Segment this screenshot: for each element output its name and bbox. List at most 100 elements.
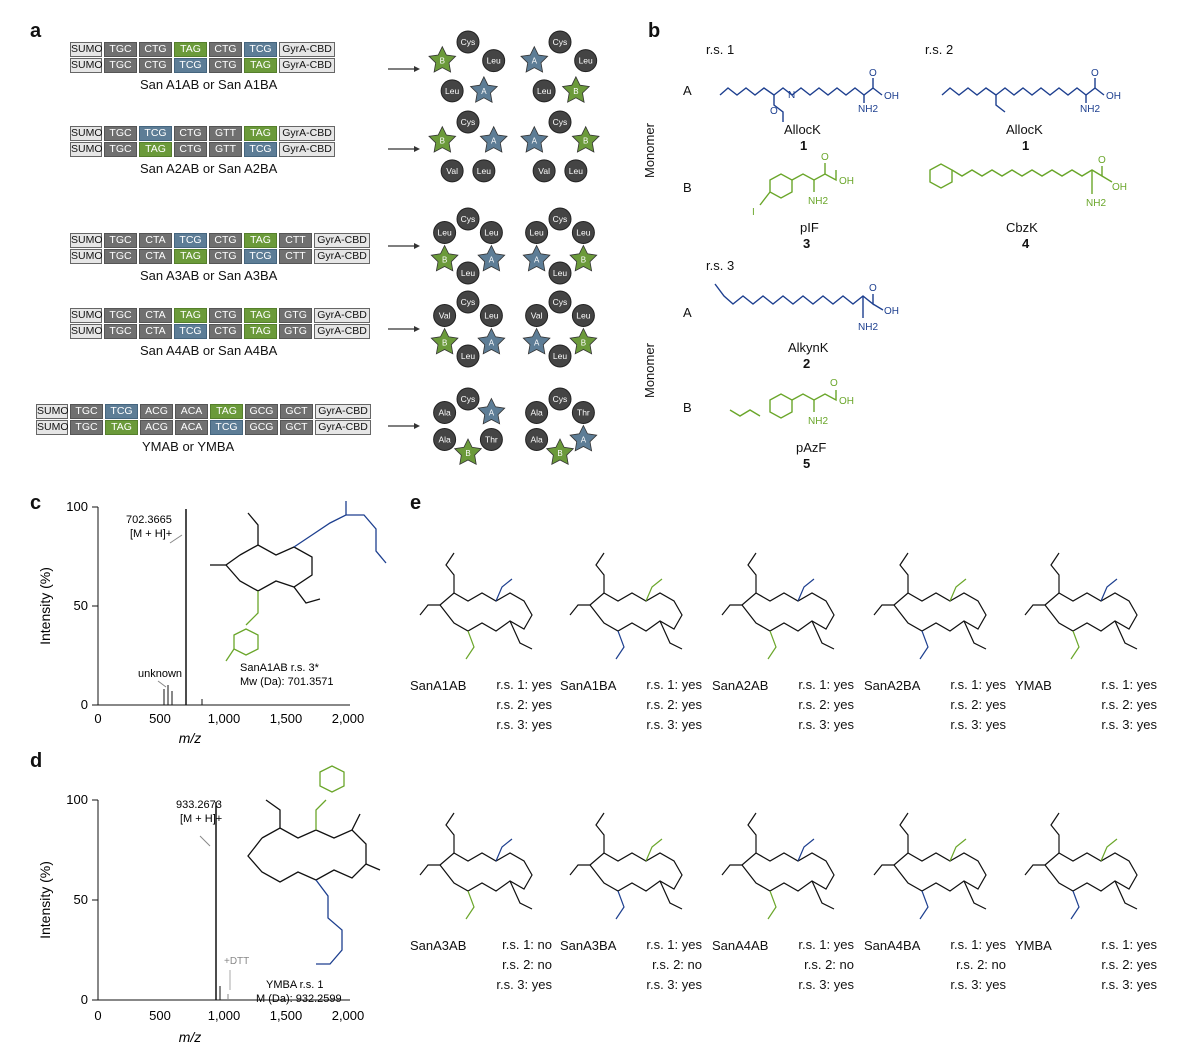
bond-line xyxy=(615,630,625,660)
allock-structure-2 xyxy=(941,78,1105,113)
codon-segment: CTT xyxy=(279,249,312,264)
pif-nh2: NH2 xyxy=(808,196,828,207)
allock2-o: O xyxy=(1091,68,1099,79)
bond-line xyxy=(899,552,909,593)
bond-line xyxy=(893,592,987,632)
d-dtt-label: +DTT xyxy=(224,956,249,967)
bond-line xyxy=(949,578,967,602)
codon-segment: TGC xyxy=(104,249,137,264)
panel-a-label: a xyxy=(30,20,42,42)
codon-segment: GTG xyxy=(279,308,312,323)
codon-segment: TAG xyxy=(244,126,277,141)
bond-line xyxy=(439,852,533,892)
codon-segment: CTG xyxy=(209,42,242,57)
c-unknown-label: unknown xyxy=(138,668,182,680)
bond-line xyxy=(495,578,513,602)
cbzk-nh2: NH2 xyxy=(1086,198,1106,209)
retention-line: r.s. 3: yes xyxy=(798,977,854,992)
retention-line: r.s. 2: yes xyxy=(496,697,552,712)
codon-segment: TCG xyxy=(174,233,207,248)
allock-number-2: 1 xyxy=(1022,138,1030,153)
retention-line: r.s. 2: yes xyxy=(646,697,702,712)
retention-line: r.s. 2: no xyxy=(652,957,702,972)
peptide-structure xyxy=(873,552,987,660)
bond-line xyxy=(1050,812,1060,853)
bond-line xyxy=(1100,578,1118,602)
retention-line: r.s. 1: yes xyxy=(496,677,552,692)
codon-segment: GyrA-CBD xyxy=(279,58,335,73)
codon-segment: CTG xyxy=(209,324,242,339)
bond-line xyxy=(767,890,777,920)
bond-line xyxy=(589,852,683,892)
codon-segment: CTG xyxy=(209,58,242,73)
codon-segment: TGC xyxy=(104,142,137,157)
codon-segment: TGC xyxy=(104,42,137,57)
codon-segment: TAG xyxy=(139,142,172,157)
panel-d-label: d xyxy=(30,750,43,772)
d-mw: M (Da): 932.2599 xyxy=(256,993,342,1005)
peptide-name: SanA3AB xyxy=(410,938,467,953)
rs1-label: r.s. 1 xyxy=(706,42,735,57)
codon-segment: GCT xyxy=(280,404,313,419)
codon-segment: ACA xyxy=(175,420,208,435)
alkynk-nh2: NH2 xyxy=(858,322,878,333)
alkynk-o: O xyxy=(869,283,877,294)
d-structure-blue xyxy=(315,879,343,965)
codon-segment: CTA xyxy=(139,324,172,339)
pif-oh: OH xyxy=(839,176,854,187)
d-xtick-0: 0 xyxy=(94,1008,101,1023)
alkynk-number: 2 xyxy=(803,356,811,371)
peptide-name: SanA2BA xyxy=(864,678,921,693)
peptide-name: SanA1AB xyxy=(410,678,467,693)
codon-segment: CTT xyxy=(279,233,312,248)
bond-line xyxy=(963,880,987,910)
bond-line xyxy=(445,812,455,853)
alkynk-oh: OH xyxy=(884,306,899,317)
codon-segment: TCG xyxy=(244,42,277,57)
bond-line xyxy=(1070,630,1080,660)
bond-line xyxy=(1044,852,1138,892)
codon-segment: TCG xyxy=(105,404,138,419)
codon-segment: TAG xyxy=(244,58,277,73)
d-ytick-100-label: 100 xyxy=(66,792,88,807)
bond-line xyxy=(963,620,987,650)
allock2-nh2: NH2 xyxy=(1080,104,1100,115)
codon-segment: ACA xyxy=(175,404,208,419)
panel-b-label: b xyxy=(648,20,661,42)
cbzk-number: 4 xyxy=(1022,236,1030,251)
retention-line: r.s. 3: yes xyxy=(496,977,552,992)
peptide-structure xyxy=(721,812,835,920)
bond-line xyxy=(721,604,742,616)
d-structure-backbone xyxy=(247,799,381,883)
bond-line xyxy=(919,890,929,920)
bond-line xyxy=(811,620,835,650)
codon-segment: TAG xyxy=(174,42,207,57)
codon-segment: GyrA-CBD xyxy=(279,142,335,157)
pazf-o: O xyxy=(830,378,838,389)
bond-line xyxy=(949,838,967,862)
bond-line xyxy=(419,864,440,876)
retention-line: r.s. 1: yes xyxy=(798,937,854,952)
bond-line xyxy=(1044,592,1138,632)
d-xtick-2000: 2,000 xyxy=(332,1008,365,1023)
bond-line xyxy=(595,552,605,593)
codon-segment: GyrA-CBD xyxy=(314,249,370,264)
codon-segment: SUMO xyxy=(70,42,103,57)
c-xtick-1000: 1,000 xyxy=(208,711,241,726)
retention-line: r.s. 2: no xyxy=(956,957,1006,972)
retention-line: r.s. 3: yes xyxy=(1101,977,1157,992)
codon-segment: TAG xyxy=(244,324,277,339)
codon-segment: ACG xyxy=(140,404,173,419)
retention-line: r.s. 3: yes xyxy=(1101,717,1157,732)
codon-segment: CTA xyxy=(139,308,172,323)
d-peak-ion: [M + H]+ xyxy=(180,813,222,825)
retention-line: r.s. 1: yes xyxy=(1101,677,1157,692)
codon-segment: SUMO xyxy=(70,58,103,73)
codon-segment: TCG xyxy=(244,249,277,264)
codon-segment: SUMO xyxy=(36,404,69,419)
